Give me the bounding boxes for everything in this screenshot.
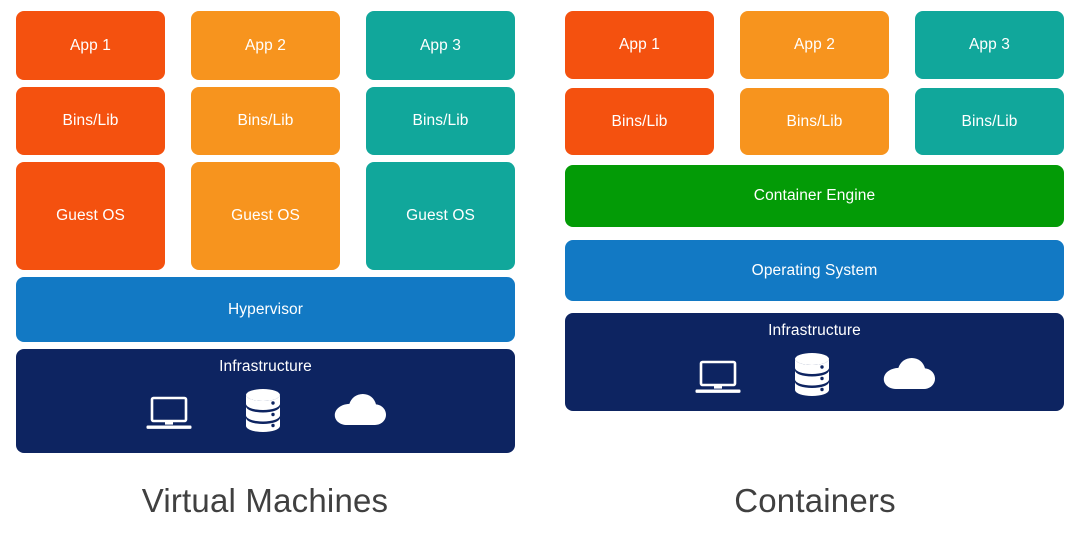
ctr-infrastructure-block[interactable]: Infrastructure <box>565 313 1064 411</box>
laptop-icon <box>146 396 192 437</box>
virtual-machines-panel: App 1 Bins/Lib Guest OS App 2 Bins/Lib G… <box>16 11 515 519</box>
vm-bins-lib-1-block[interactable]: Bins/Lib <box>16 87 165 155</box>
ctr-infrastructure-icon-row <box>669 352 961 401</box>
operating-system-block[interactable]: Operating System <box>565 240 1064 301</box>
containers-panel: App 1 Bins/Lib App 2 Bins/Lib App 3 Bins… <box>540 0 1080 547</box>
laptop-icon <box>695 360 741 401</box>
ctr-app-1-block[interactable]: App 1 <box>565 11 714 79</box>
cloud-icon <box>883 357 935 401</box>
cloud-icon <box>334 393 386 437</box>
vm-panel-caption: Virtual Machines <box>141 482 389 519</box>
vm-bins-lib-3-block[interactable]: Bins/Lib <box>366 87 515 155</box>
vm-app-1-block[interactable]: App 1 <box>16 11 165 80</box>
hypervisor-block[interactable]: Hypervisor <box>16 277 515 342</box>
ctr-bins-lib-3-block[interactable]: Bins/Lib <box>915 88 1064 155</box>
vm-app-2-block[interactable]: App 2 <box>191 11 340 80</box>
ctr-infrastructure-label: Infrastructure <box>768 322 861 339</box>
ctr-app-3-block[interactable]: App 3 <box>915 11 1064 79</box>
vm-app-3-block[interactable]: App 3 <box>366 11 515 80</box>
container-engine-block[interactable]: Container Engine <box>565 165 1064 227</box>
ctr-app-2-block[interactable]: App 2 <box>740 11 889 79</box>
vm-guest-os-3-block[interactable]: Guest OS <box>366 162 515 270</box>
vm-guest-os-2-block[interactable]: Guest OS <box>191 162 340 270</box>
vm-guest-os-1-block[interactable]: Guest OS <box>16 162 165 270</box>
vm-bins-lib-2-block[interactable]: Bins/Lib <box>191 87 340 155</box>
vm-infrastructure-block[interactable]: Infrastructure <box>16 349 515 453</box>
containers-panel-caption: Containers <box>734 482 896 519</box>
vm-infrastructure-label: Infrastructure <box>219 358 312 375</box>
vm-infrastructure-icon-row <box>120 388 412 437</box>
ctr-bins-lib-1-block[interactable]: Bins/Lib <box>565 88 714 155</box>
database-icon <box>244 388 282 437</box>
database-icon <box>793 352 831 401</box>
ctr-bins-lib-2-block[interactable]: Bins/Lib <box>740 88 889 155</box>
